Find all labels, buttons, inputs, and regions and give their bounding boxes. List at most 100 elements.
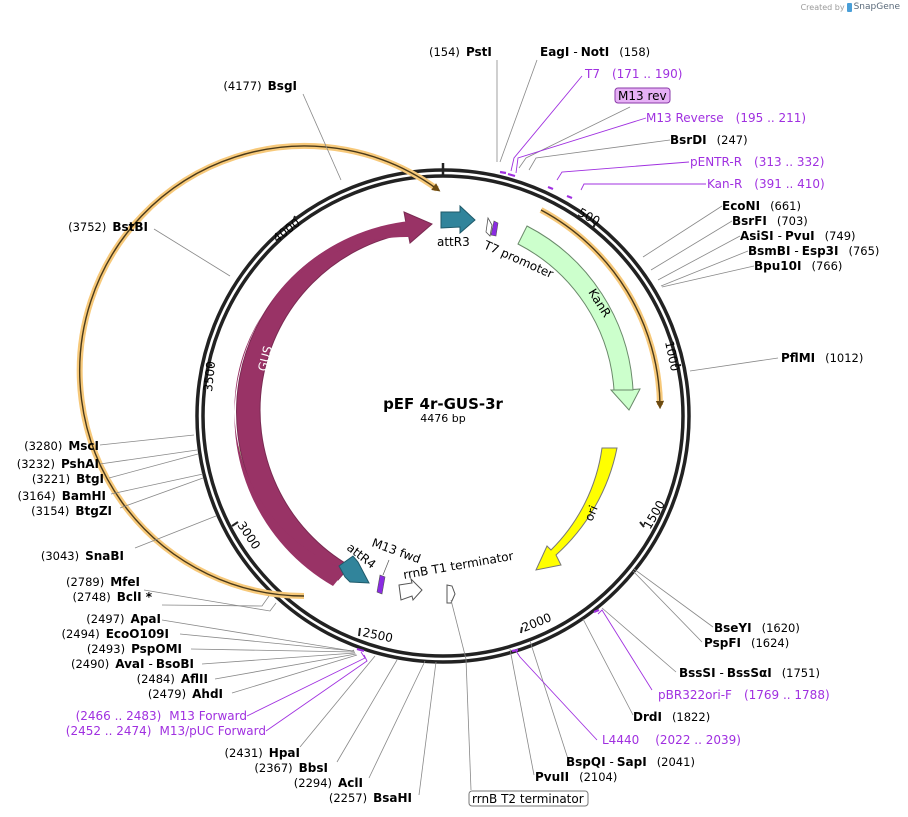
primer-pENTR-R[interactable]: pENTR-R(313 .. 332) xyxy=(690,155,824,169)
feature-attR3[interactable]: attR3 xyxy=(437,204,476,249)
m13-fwd-label: M13 fwd xyxy=(370,536,423,567)
svg-text:(3232)PshAI: (3232)PshAI xyxy=(17,457,99,471)
svg-text:(2490)AvaI-BsoBI: (2490)AvaI-BsoBI xyxy=(71,657,194,671)
svg-text:BsmBI-Esp3I(765): BsmBI-Esp3I(765) xyxy=(748,244,879,258)
enzyme-EcoNI[interactable]: EcoNI(661) xyxy=(722,199,801,213)
enzyme-BtgZI[interactable]: (3154)BtgZI xyxy=(31,504,112,518)
svg-text:PvuII(2104): PvuII(2104) xyxy=(535,770,617,784)
snapgene-logo-icon xyxy=(846,2,852,12)
svg-text:(2484)AflII: (2484)AflII xyxy=(137,672,208,686)
svg-text:(2748)BclI *: (2748)BclI * xyxy=(72,590,152,604)
tick-label-1000: 1000 xyxy=(662,340,682,373)
svg-text:PspFI(1624): PspFI(1624) xyxy=(704,636,789,650)
svg-text:(2452 .. 2474)M13/pUC Forward: (2452 .. 2474)M13/pUC Forward xyxy=(66,724,266,738)
svg-text:AsiSI-PvuI(749): AsiSI-PvuI(749) xyxy=(740,229,856,243)
feature-rrnB-T2-box[interactable]: rrnB T2 terminator xyxy=(468,790,589,807)
svg-text:BspQI-SapI(2041): BspQI-SapI(2041) xyxy=(566,755,695,769)
enzyme-BsrDI[interactable]: BsrDI(247) xyxy=(670,133,748,147)
svg-text:(3221)BtgI: (3221)BtgI xyxy=(32,472,104,486)
primer-M13-Reverse[interactable]: M13 Reverse(195 .. 211) xyxy=(646,111,806,125)
enzyme-DrdI[interactable]: DrdI(1822) xyxy=(633,710,710,724)
enzyme-PvuII[interactable]: PvuII(2104) xyxy=(535,770,617,784)
primer-T7[interactable]: T7(171 .. 190) xyxy=(584,67,682,81)
svg-text:M13 Reverse(195 .. 211): M13 Reverse(195 .. 211) xyxy=(646,111,806,125)
enzyme-Bpu10I[interactable]: Bpu10I(766) xyxy=(754,259,842,273)
feature-kanr[interactable]: KanR xyxy=(517,225,641,411)
feature-ori[interactable]: ori xyxy=(535,447,618,571)
primer-L4440[interactable]: L4440(2022 .. 2039) xyxy=(602,733,741,747)
enzyme-PstI[interactable]: (154)PstI xyxy=(429,45,492,59)
snapgene-credit: Created by SnapGene xyxy=(801,2,900,12)
svg-text:(2493)PspOMI: (2493)PspOMI xyxy=(87,642,182,656)
svg-text:BsrDI(247): BsrDI(247) xyxy=(670,133,748,147)
enzyme-BspQI-SapI[interactable]: BspQI-SapI(2041) xyxy=(566,755,695,769)
enzyme-EcoO109I[interactable]: (2494)EcoO109I xyxy=(61,627,169,641)
gus-label: GUS xyxy=(255,344,275,372)
plasmid-name: pEF 4r-GUS-3r xyxy=(383,395,503,413)
enzyme-MfeI[interactable]: (2789)MfeI xyxy=(66,575,140,589)
svg-text:pENTR-R(313 .. 332): pENTR-R(313 .. 332) xyxy=(690,155,824,169)
enzyme-AvaI-BsoBI[interactable]: (2490)AvaI-BsoBI xyxy=(71,657,194,671)
enzyme-HpaI[interactable]: (2431)HpaI xyxy=(225,746,300,760)
svg-text:(3280)MscI: (3280)MscI xyxy=(24,439,99,453)
enzyme-BbsI[interactable]: (2367)BbsI xyxy=(254,761,328,775)
svg-text:(2367)BbsI: (2367)BbsI xyxy=(254,761,328,775)
tick-label-4000: 4000 xyxy=(270,216,303,246)
enzyme-BsmBI-Esp3I[interactable]: BsmBI-Esp3I(765) xyxy=(748,244,879,258)
credit-prefix: Created by xyxy=(800,2,845,12)
tick-label-3000: 3000 xyxy=(235,519,264,552)
ori-label: ori xyxy=(582,503,601,523)
enzyme-ApaI[interactable]: (2497)ApaI xyxy=(86,612,161,626)
enzyme-AflII[interactable]: (2484)AflII xyxy=(137,672,208,686)
enzyme-BsrFI[interactable]: BsrFI(703) xyxy=(732,214,808,228)
tick-label-2500: 2500 xyxy=(361,625,394,645)
svg-text:(3043)SnaBI: (3043)SnaBI xyxy=(41,549,124,563)
svg-text:(3154)BtgZI: (3154)BtgZI xyxy=(31,504,112,518)
attR3-label: attR3 xyxy=(437,235,470,249)
enzyme-BtgI[interactable]: (3221)BtgI xyxy=(32,472,104,486)
svg-text:(4177)BsgI: (4177)BsgI xyxy=(223,79,297,93)
enzyme-BstBI[interactable]: (3752)BstBI xyxy=(68,220,148,234)
svg-text:(2431)HpaI: (2431)HpaI xyxy=(225,746,300,760)
enzyme-BclI[interactable]: (2748)BclI * xyxy=(72,590,152,604)
enzyme-BsgI[interactable]: (4177)BsgI xyxy=(223,79,297,93)
svg-text:(2497)ApaI: (2497)ApaI xyxy=(86,612,161,626)
svg-text:rrnB T2 terminator: rrnB T2 terminator xyxy=(472,792,584,806)
enzyme-BseYI[interactable]: BseYI(1620) xyxy=(714,621,800,635)
svg-text:(2479)AhdI: (2479)AhdI xyxy=(148,687,223,701)
enzyme-EagI-NotI[interactable]: EagI-NotI(158) xyxy=(540,45,650,59)
credit-brand: SnapGene xyxy=(853,2,900,12)
enzyme-BsaHI[interactable]: (2257)BsaHI xyxy=(329,791,412,805)
enzyme-PshAI[interactable]: (3232)PshAI xyxy=(17,457,99,471)
enzyme-SnaBI[interactable]: (3043)SnaBI xyxy=(41,549,124,563)
primer-M13-pUC-Forward[interactable]: (2452 .. 2474)M13/pUC Forward xyxy=(66,724,266,738)
enzyme-AclI[interactable]: (2294)AclI xyxy=(294,776,363,790)
svg-text:(2294)AclI: (2294)AclI xyxy=(294,776,363,790)
svg-text:(2494)EcoO109I: (2494)EcoO109I xyxy=(61,627,169,641)
svg-text:pBR322ori-F(1769 .. 1788): pBR322ori-F(1769 .. 1788) xyxy=(658,688,830,702)
enzyme-PspFI[interactable]: PspFI(1624) xyxy=(704,636,789,650)
feature-gus[interactable]: GUS xyxy=(234,211,433,586)
primer-pBR322ori-F[interactable]: pBR322ori-F(1769 .. 1788) xyxy=(658,688,830,702)
enzyme-BamHI[interactable]: (3164)BamHI xyxy=(17,489,106,503)
svg-text:DrdI(1822): DrdI(1822) xyxy=(633,710,710,724)
enzyme-PflMI[interactable]: PflMI(1012) xyxy=(781,351,863,365)
svg-text:BsrFI(703): BsrFI(703) xyxy=(732,214,808,228)
enzyme-AsiSI-PvuI[interactable]: AsiSI-PvuI(749) xyxy=(740,229,856,243)
svg-text:BseYI(1620): BseYI(1620) xyxy=(714,621,800,635)
svg-text:PflMI(1012): PflMI(1012) xyxy=(781,351,863,365)
svg-text:(2257)BsaHI: (2257)BsaHI xyxy=(329,791,412,805)
svg-text:BssSI-BssSαI(1751): BssSI-BssSαI(1751) xyxy=(679,666,820,680)
enzyme-AhdI[interactable]: (2479)AhdI xyxy=(148,687,223,701)
primer-Kan-R[interactable]: Kan-R(391 .. 410) xyxy=(707,177,825,191)
enzyme-BssSI-BssSaI[interactable]: BssSI-BssSαI(1751) xyxy=(679,666,820,680)
feature-m13-rev-box[interactable]: M13 rev xyxy=(614,87,671,104)
svg-text:Bpu10I(766): Bpu10I(766) xyxy=(754,259,842,273)
primer-marks xyxy=(356,170,600,653)
enzyme-MscI[interactable]: (3280)MscI xyxy=(24,439,99,453)
primer-M13-Forward[interactable]: (2466 .. 2483)M13 Forward xyxy=(76,709,247,723)
svg-text:EagI-NotI(158): EagI-NotI(158) xyxy=(540,45,650,59)
enzyme-PspOMI[interactable]: (2493)PspOMI xyxy=(87,642,182,656)
leader-lines xyxy=(99,59,779,796)
